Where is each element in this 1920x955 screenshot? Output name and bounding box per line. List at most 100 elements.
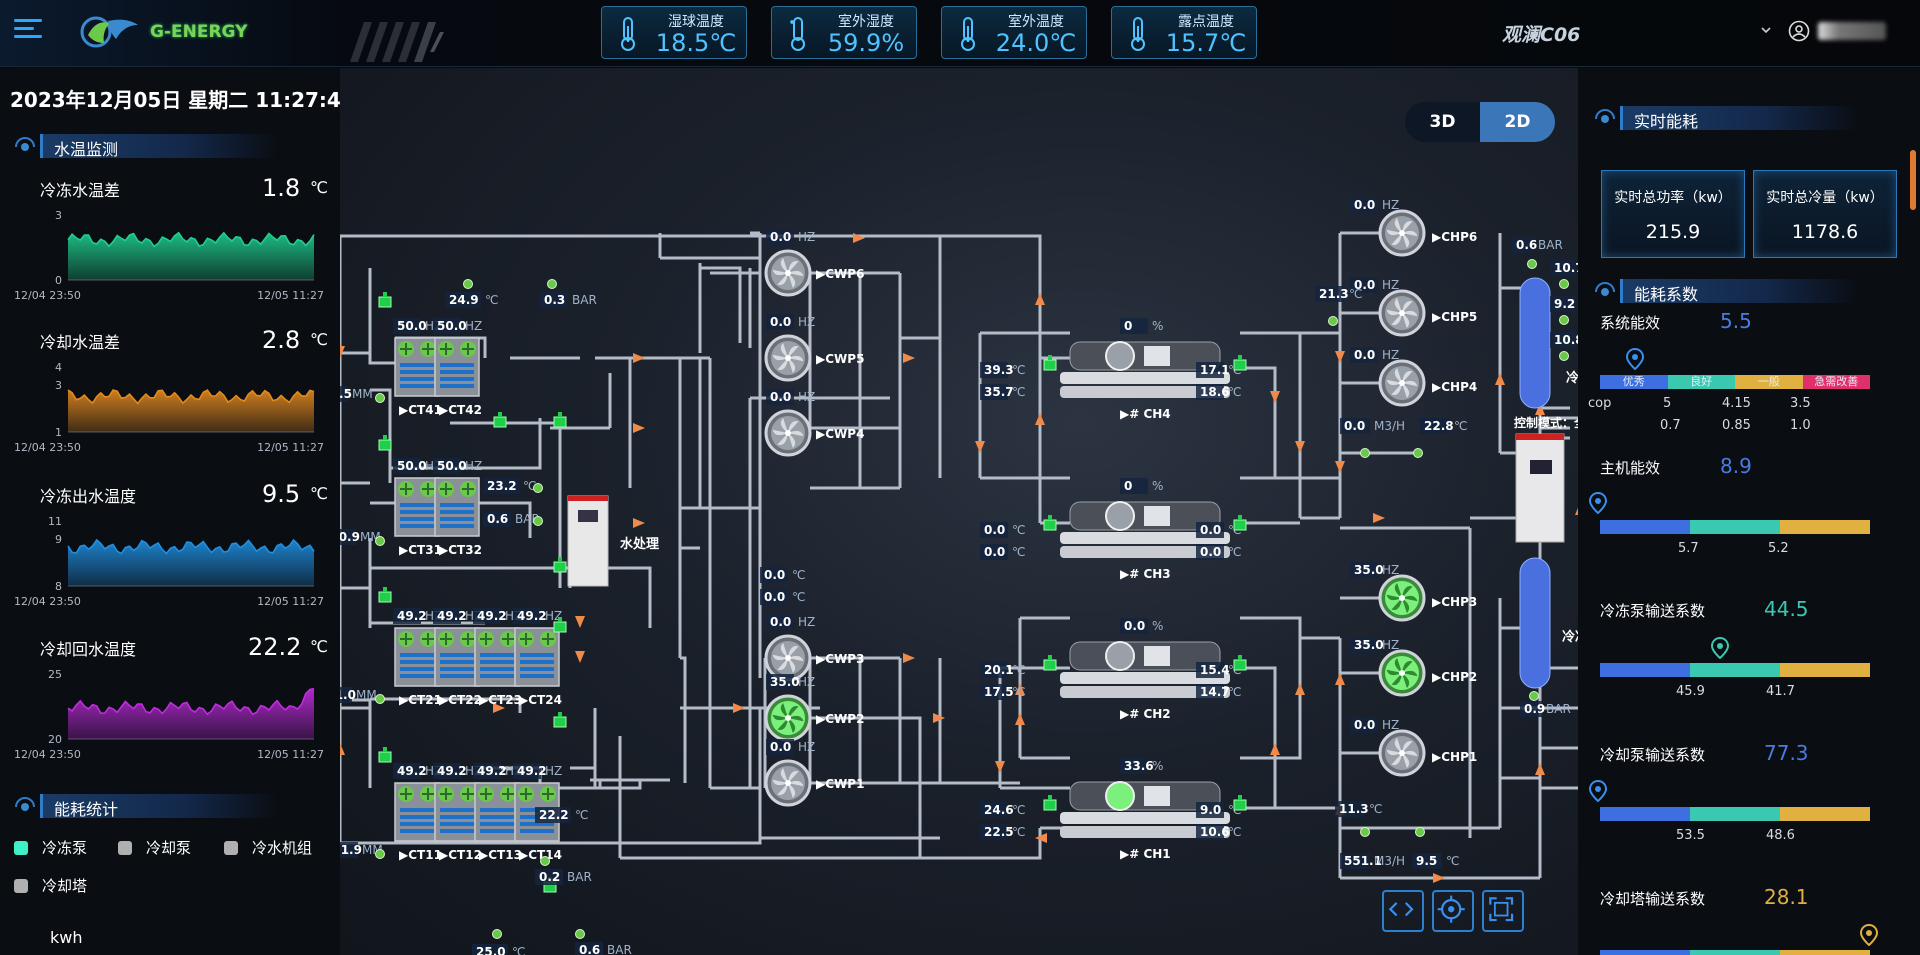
sensor-icon[interactable] bbox=[533, 516, 543, 526]
cooling-tower-icon[interactable] bbox=[394, 477, 440, 537]
chiller-icon[interactable] bbox=[1060, 501, 1230, 558]
valve-icon[interactable] bbox=[553, 412, 567, 428]
valve-icon[interactable] bbox=[378, 435, 392, 451]
cooling-tower-icon[interactable] bbox=[394, 782, 440, 842]
valve-icon[interactable] bbox=[553, 712, 567, 728]
pipe bbox=[1240, 666, 1277, 808]
reading-label: 22.2℃ bbox=[535, 807, 588, 823]
legend-tower[interactable]: 冷却塔 bbox=[14, 875, 87, 896]
valve-icon[interactable] bbox=[553, 617, 567, 633]
supply-header-vessel[interactable] bbox=[1519, 557, 1551, 689]
legend-chw-pump[interactable]: 冷冻泵 bbox=[14, 837, 87, 858]
pump-icon[interactable] bbox=[764, 759, 812, 807]
reading-label: 21.3℃ bbox=[1315, 286, 1362, 302]
sensor-icon[interactable] bbox=[375, 849, 385, 859]
cooling-tower-icon[interactable] bbox=[434, 782, 480, 842]
legend-cw-pump[interactable]: 冷却泵 bbox=[118, 837, 191, 858]
sensor-icon[interactable] bbox=[1527, 259, 1537, 269]
sensor-icon[interactable] bbox=[1328, 316, 1338, 326]
cooling-tower-icon[interactable] bbox=[394, 627, 440, 687]
cooling-tower-icon[interactable] bbox=[474, 782, 520, 842]
chiller-icon[interactable] bbox=[1060, 341, 1230, 398]
valve-icon[interactable] bbox=[1043, 515, 1057, 531]
chw-pump-bar bbox=[1600, 663, 1870, 677]
sensor-icon[interactable] bbox=[1360, 827, 1370, 837]
valve-icon[interactable] bbox=[553, 557, 567, 573]
cooling-tower-icon[interactable] bbox=[394, 337, 440, 397]
locate-button[interactable] bbox=[1432, 890, 1474, 932]
main-eff-bar bbox=[1600, 520, 1870, 534]
sensor-icon[interactable] bbox=[375, 694, 385, 704]
return-header-vessel[interactable] bbox=[1519, 277, 1551, 409]
pump-icon[interactable] bbox=[1378, 729, 1426, 777]
right-panel-scrollbar[interactable] bbox=[1910, 150, 1916, 210]
user-name-blurred[interactable] bbox=[1818, 22, 1886, 40]
legend-chiller[interactable]: 冷水机组 bbox=[224, 837, 312, 858]
sensor-icon[interactable] bbox=[547, 279, 557, 289]
pump-running-icon[interactable] bbox=[764, 694, 812, 742]
sensor-icon[interactable] bbox=[492, 929, 502, 939]
sensor-icon[interactable] bbox=[1360, 448, 1370, 458]
pump-icon[interactable] bbox=[764, 409, 812, 457]
mode-2d-button[interactable]: 2D bbox=[1480, 102, 1555, 142]
sensor-icon[interactable] bbox=[375, 393, 385, 403]
sensor-icon[interactable] bbox=[1559, 351, 1569, 361]
svg-text:22.8: 22.8 bbox=[1424, 419, 1454, 433]
sensor-icon[interactable] bbox=[1529, 691, 1539, 701]
sensor-icon[interactable] bbox=[1415, 827, 1425, 837]
chiller-icon[interactable] bbox=[1060, 781, 1230, 838]
cooling-tower-icon[interactable] bbox=[434, 477, 480, 537]
reading-label: 17.5℃ bbox=[980, 684, 1025, 700]
sensor-icon[interactable] bbox=[375, 536, 385, 546]
menu-icon[interactable] bbox=[14, 14, 42, 42]
svg-text:℃: ℃ bbox=[1228, 545, 1241, 559]
pump-icon[interactable] bbox=[764, 334, 812, 382]
valve-icon[interactable] bbox=[1233, 655, 1247, 671]
cooling-tower-icon[interactable] bbox=[474, 627, 520, 687]
pump-icon[interactable] bbox=[1378, 359, 1426, 407]
valve-icon[interactable] bbox=[378, 587, 392, 603]
svg-text:HZ: HZ bbox=[465, 319, 482, 333]
sensor-icon[interactable] bbox=[463, 279, 473, 289]
pump-name: ▶CWP4 bbox=[816, 427, 864, 441]
bar-tick: 41.7 bbox=[1766, 684, 1795, 699]
pump-running-icon[interactable] bbox=[1378, 649, 1426, 697]
pump-icon[interactable] bbox=[764, 634, 812, 682]
chevron-down-icon[interactable] bbox=[1760, 24, 1772, 36]
legend-label: 冷冻泵 bbox=[42, 839, 88, 857]
control-cabinet[interactable] bbox=[1515, 433, 1565, 543]
valve-icon[interactable] bbox=[378, 747, 392, 763]
sensor-icon[interactable] bbox=[1413, 448, 1423, 458]
mode-3d-button[interactable]: 3D bbox=[1429, 112, 1456, 132]
water-treatment-unit[interactable] bbox=[567, 495, 609, 587]
valve-icon[interactable] bbox=[378, 292, 392, 308]
valve-icon[interactable] bbox=[1043, 795, 1057, 811]
valve-icon[interactable] bbox=[1043, 355, 1057, 371]
pump-icon[interactable] bbox=[1378, 209, 1426, 257]
reading-label: 0.0% bbox=[1120, 618, 1163, 634]
sensor-icon[interactable] bbox=[540, 856, 550, 866]
pump-icon[interactable] bbox=[764, 249, 812, 297]
sensor-icon[interactable] bbox=[575, 929, 585, 939]
flow-arrow-icon bbox=[975, 441, 985, 453]
sensor-icon[interactable] bbox=[1559, 279, 1569, 289]
sensor-icon[interactable] bbox=[533, 483, 543, 493]
valve-icon[interactable] bbox=[1233, 795, 1247, 811]
fit-view-button[interactable] bbox=[1382, 890, 1424, 932]
cooling-tower-icon[interactable] bbox=[434, 627, 480, 687]
cooling-tower-icon[interactable] bbox=[514, 627, 560, 687]
cooling-tower-icon[interactable] bbox=[434, 337, 480, 397]
valve-icon[interactable] bbox=[1233, 355, 1247, 371]
valve-icon[interactable] bbox=[493, 412, 507, 428]
valve-icon[interactable] bbox=[1043, 655, 1057, 671]
legend-label: 冷却泵 bbox=[146, 839, 192, 857]
pump-running-icon[interactable] bbox=[1378, 574, 1426, 622]
chiller-icon[interactable] bbox=[1060, 641, 1230, 698]
user-icon[interactable] bbox=[1788, 20, 1810, 42]
fullscreen-button[interactable] bbox=[1482, 890, 1524, 932]
valve-icon[interactable] bbox=[1233, 515, 1247, 531]
flow-arrow-icon bbox=[633, 518, 645, 528]
sensor-icon[interactable] bbox=[1559, 315, 1569, 325]
pump-icon[interactable] bbox=[1378, 289, 1426, 337]
pump-name: ▶CHP5 bbox=[1432, 310, 1477, 324]
